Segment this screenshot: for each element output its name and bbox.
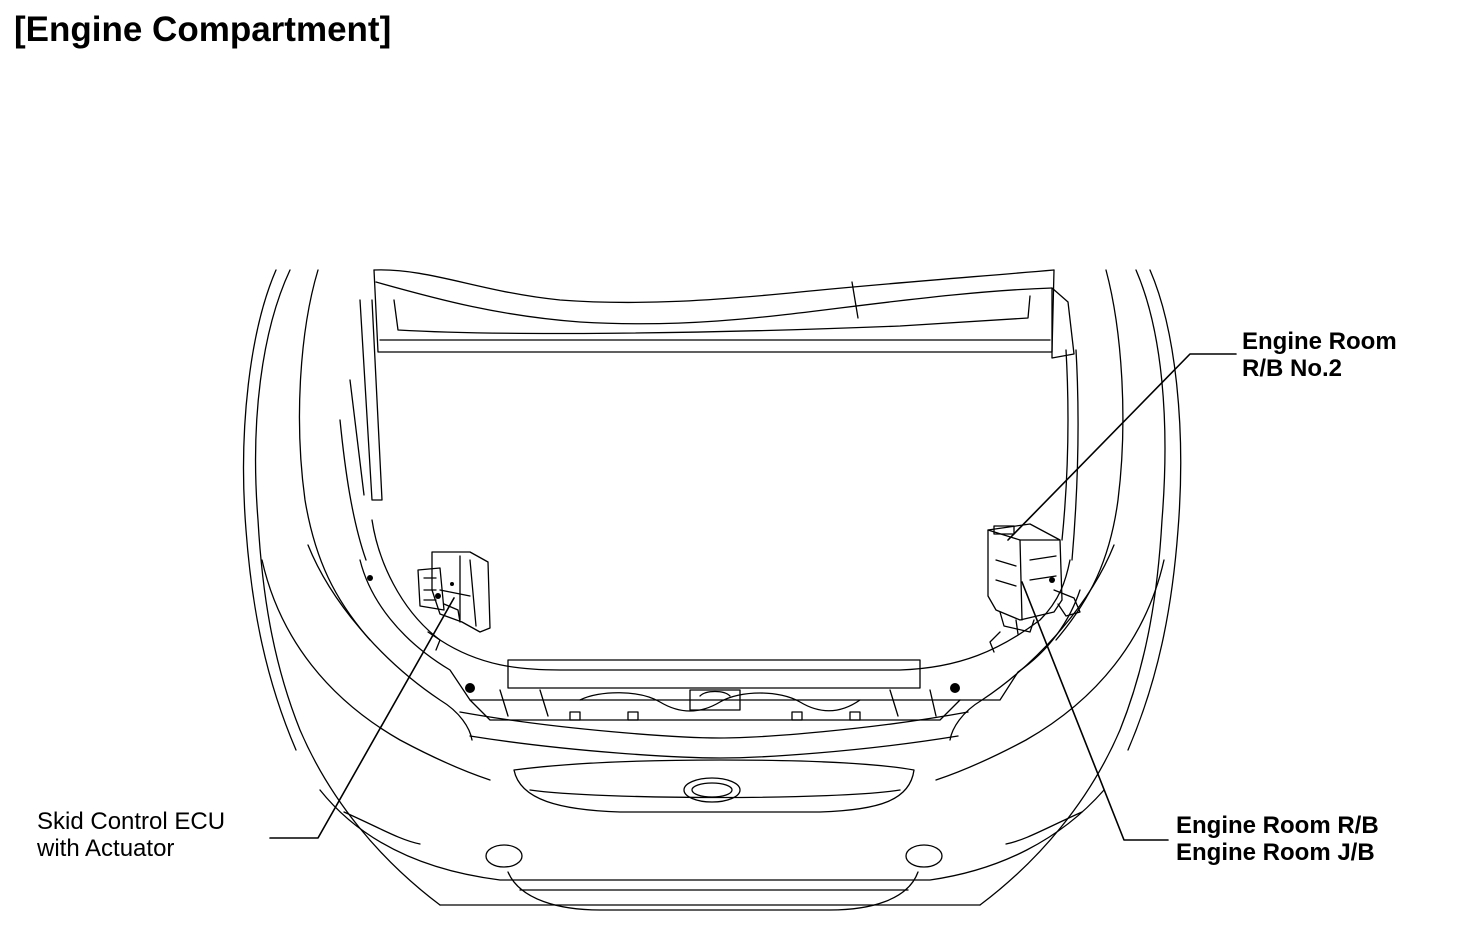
label-skid-control-ecu-line1: Skid Control ECU (37, 808, 226, 835)
page-title: [Engine Compartment] (14, 10, 392, 49)
car-body-outline (242, 269, 1182, 906)
label-engine-room-rb-no2-line1: Engine Room (1242, 328, 1397, 355)
front-bumper (261, 544, 1165, 911)
label-engine-room-rb-line: Engine Room R/B (1176, 812, 1379, 839)
leader-lines (269, 353, 1237, 841)
label-engine-room-rb-no2: Engine Room R/B No.2 (1242, 328, 1397, 382)
open-hood (339, 269, 1079, 561)
label-engine-room-rb-jb: Engine Room R/B Engine Room J/B (1176, 812, 1379, 866)
label-engine-room-jb-line: Engine Room J/B (1176, 839, 1375, 866)
label-skid-control-ecu-line2: with Actuator (37, 835, 175, 862)
skid-control-ecu-component (417, 551, 491, 633)
engine-room-relay-block (987, 523, 1081, 635)
leader-relay-block-no2 (1007, 353, 1237, 541)
leader-skid-control-ecu (269, 597, 455, 839)
radiator-support (359, 519, 1081, 721)
label-engine-room-rb-no2-line2: R/B No.2 (1242, 355, 1343, 382)
label-skid-control-ecu: Skid Control ECU with Actuator (37, 808, 225, 862)
leader-relay-junction-block (1021, 581, 1169, 841)
